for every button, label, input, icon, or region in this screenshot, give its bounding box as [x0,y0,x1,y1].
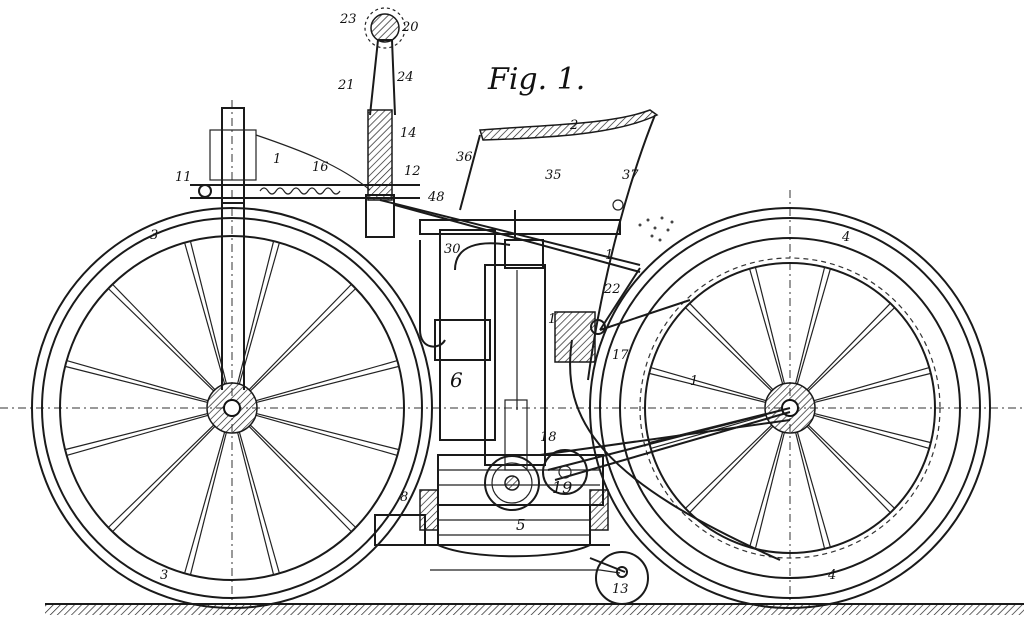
ref-numeral: 37 [622,168,639,183]
wheel-spoke [813,414,930,450]
wheel-spoke [249,424,357,528]
wheel-spoke [112,283,216,391]
ref-numeral: 23 [340,12,357,27]
wheel-spoke [256,365,400,403]
ref-numeral: 4 [828,568,837,583]
wheel-spoke [814,413,931,444]
wheel-spoke [248,425,352,533]
figure-title: Fig. 1. [488,62,586,97]
wheel-spoke [806,302,891,391]
wheel-spoke [64,413,208,451]
ref-numeral: 30 [444,242,461,257]
wheel-spoke [189,240,227,384]
ref-numeral: 8 [400,490,409,505]
wheel-spoke [649,372,766,403]
ref-numeral: 5 [516,516,526,534]
wheel-spoke [806,425,891,514]
wheel-spoke [66,360,209,402]
wheel-spoke [807,307,896,392]
wheel-spoke [112,425,216,533]
wheel-spoke [255,360,398,402]
ref-numeral: 1 [605,248,614,263]
wheel-spoke [796,268,832,385]
ref-numeral: 1 [548,312,557,327]
ref-numeral: 21 [338,78,355,93]
wheel-spoke [795,267,826,384]
ref-numeral: 11 [175,170,192,185]
ref-numeral: 3 [150,228,159,243]
ref-numeral: 1 [273,152,282,167]
wheel-spoke [238,431,280,574]
frame [190,7,791,574]
wheel-spoke [107,288,215,392]
ref-numeral: 18 [540,430,557,445]
ref-numeral: 36 [456,150,473,165]
engine [374,210,621,558]
wheel-spoke [256,413,400,451]
wheel-spoke [64,365,208,403]
wheel-spoke [650,366,767,402]
rear-wheel [31,207,433,609]
wheel-spoke [66,414,209,456]
wheel-spoke [249,288,357,392]
support-wheel [589,551,649,605]
wheel-spoke [813,366,930,402]
wheel-spoke [107,424,215,528]
wheel-spoke [689,302,774,391]
ref-numeral: 24 [397,70,414,85]
front-wheel [589,207,991,609]
ref-numeral: 35 [545,168,562,183]
wheel-spoke [807,424,896,509]
ref-numeral: 14 [400,126,417,141]
wheel-spoke [748,268,784,385]
ref-numeral: 13 [612,582,629,597]
ref-numeral: 6 [450,368,463,392]
ref-numeral: 48 [428,190,445,205]
wheel-spoke [237,432,275,576]
seat [459,109,659,381]
wheel-spoke [754,267,785,384]
ground-line [45,603,1024,615]
ref-numeral: 19 [552,478,573,497]
wheel-spoke [248,283,352,391]
ref-numeral: 12 [404,164,421,179]
ref-numeral: 2 [570,118,579,133]
wheel-spoke [748,431,784,548]
wheel-spoke [814,372,931,403]
wheel-spoke [255,414,398,456]
ref-numeral: 17 [612,348,629,363]
ref-numeral: 22 [604,282,621,297]
wheel-spoke [189,432,227,576]
wheel-spoke [238,242,280,385]
ref-numeral: 20 [402,20,419,35]
ref-numeral: 3 [160,568,169,583]
ref-numeral: 4 [842,230,851,245]
wheel-spoke [689,425,774,514]
ref-numeral: 1 [690,374,699,389]
wheel-spoke [184,242,226,385]
wheel-spoke [184,431,226,574]
wheel-spoke [795,432,826,549]
wheel-spoke [754,432,785,549]
wheel-spoke [796,431,832,548]
wheel-spoke [684,424,773,509]
exhaust [638,216,674,242]
wheel-spoke [684,307,773,392]
ref-numeral: 16 [312,160,329,175]
